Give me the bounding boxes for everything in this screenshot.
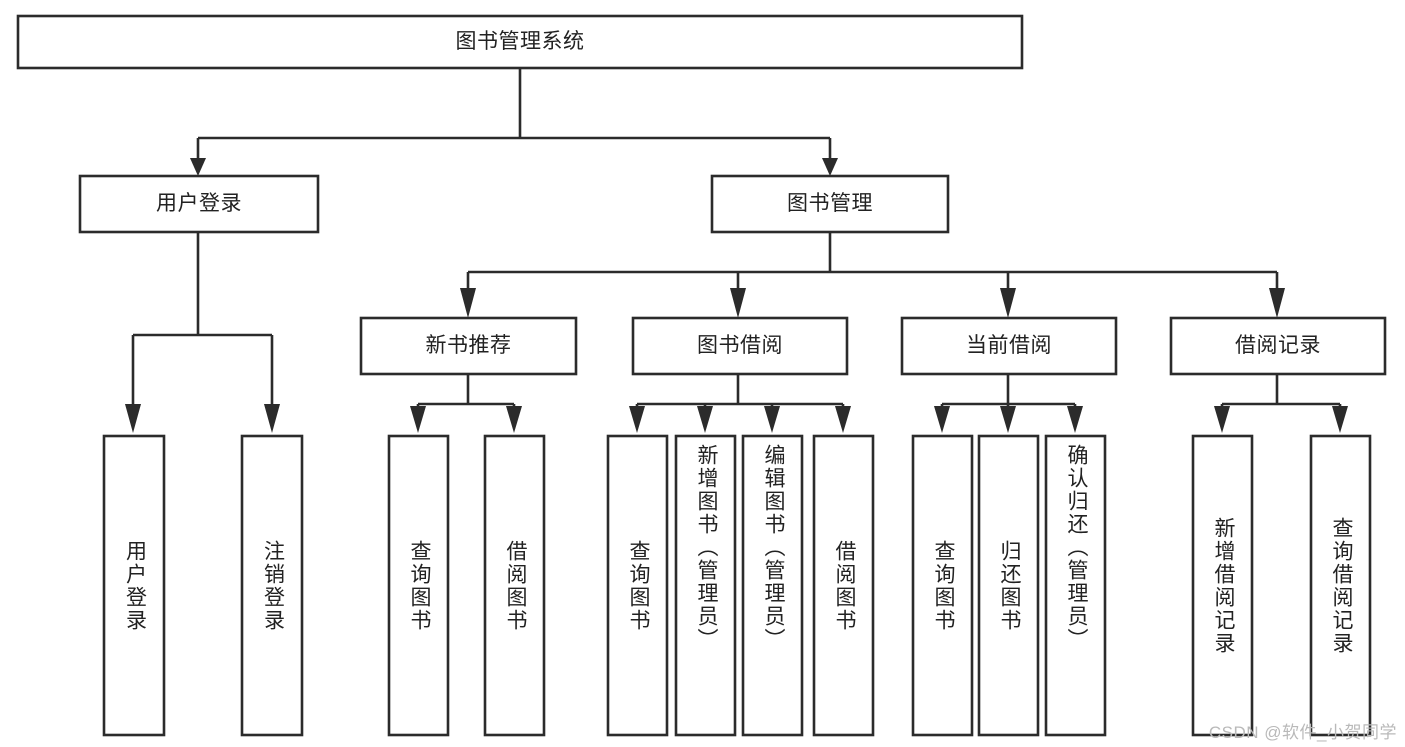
arrowhead-cb-leaf-3 [1067, 406, 1083, 433]
box-leaf-query-book-1[interactable] [387, 434, 450, 737]
box-borrow-record[interactable] [1169, 316, 1387, 376]
box-leaf-add-record[interactable] [1191, 434, 1254, 737]
box-leaf-borrow-book-2[interactable] [812, 434, 875, 737]
box-leaf-query-book-3[interactable] [911, 434, 974, 737]
arrowhead-new-book-recommend [460, 288, 476, 318]
box-leaf-borrow-book-1[interactable] [483, 434, 546, 737]
box-new-book-recommend[interactable] [359, 316, 578, 376]
box-book-borrow[interactable] [631, 316, 849, 376]
arrowhead-br-leaf-1 [1214, 406, 1230, 433]
arrowhead-bb-leaf-4 [835, 406, 851, 433]
box-leaf-edit-book[interactable] [741, 434, 804, 737]
arrowhead-cb-leaf-2 [1000, 406, 1016, 433]
arrowhead-bb-leaf-3 [764, 406, 780, 433]
box-book-management[interactable] [710, 174, 950, 234]
box-leaf-return-book[interactable] [977, 434, 1040, 737]
arrowhead-cb-leaf-1 [934, 406, 950, 433]
box-leaf-query-book-2[interactable] [606, 434, 669, 737]
arrowhead-current-borrow [1000, 288, 1016, 318]
arrowhead-leaf-user-login [125, 404, 141, 433]
box-leaf-logout[interactable] [240, 434, 304, 737]
arrowhead-br-leaf-2 [1332, 406, 1348, 433]
arrowhead-bb-leaf-1 [629, 406, 645, 433]
arrowhead-bb-leaf-2 [697, 406, 713, 433]
box-user-login[interactable] [78, 174, 320, 234]
arrowhead-nbr-leaf-1 [410, 406, 426, 433]
box-root[interactable] [16, 14, 1024, 70]
connector-layer [125, 68, 1348, 433]
arrowhead-borrow-record [1269, 288, 1285, 318]
arrowhead-book-borrow [730, 288, 746, 318]
box-leaf-confirm-return[interactable] [1044, 434, 1107, 737]
arrowhead-user-login [190, 158, 206, 176]
arrowhead-nbr-leaf-2 [506, 406, 522, 433]
box-leaf-add-book[interactable] [674, 434, 737, 737]
watermark-text: CSDN @软件_小贺同学 [1208, 723, 1397, 742]
box-leaf-query-record[interactable] [1309, 434, 1372, 737]
box-current-borrow[interactable] [900, 316, 1118, 376]
node-box-layer [16, 14, 1387, 737]
arrowhead-book-management [822, 158, 838, 176]
box-leaf-user-login[interactable] [102, 434, 166, 737]
arrowhead-leaf-logout [264, 404, 280, 433]
